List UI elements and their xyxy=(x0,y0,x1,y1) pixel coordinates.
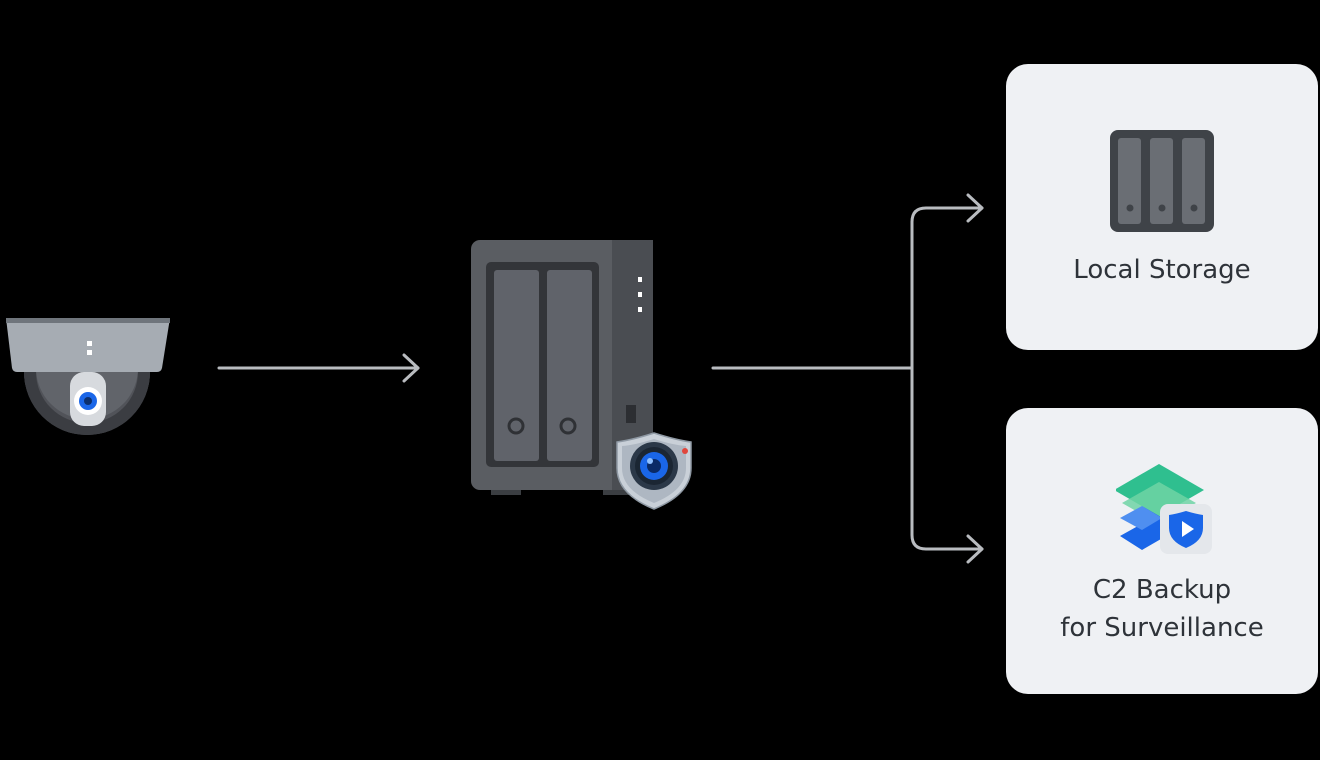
nas-with-surveillance-shield-icon xyxy=(471,240,692,510)
edge-camera-to-nas xyxy=(217,353,420,383)
local-storage-card: Local Storage xyxy=(1006,64,1318,350)
arrowhead-to-local-storage xyxy=(966,193,984,223)
connectors xyxy=(217,193,984,564)
c2-backup-label-line1: C2 Backup xyxy=(1092,575,1232,605)
edge-nas-trunk xyxy=(711,206,984,551)
c2-backup-label-line2: for Surveillance xyxy=(1060,613,1264,643)
c2-backup-surveillance-icon xyxy=(1116,464,1212,554)
arrowhead-to-c2-backup xyxy=(966,534,984,564)
dome-camera-icon xyxy=(6,318,170,435)
drive-bays-icon xyxy=(1110,130,1214,232)
local-storage-label: Local Storage xyxy=(1073,255,1251,285)
c2-backup-card: C2 Backup for Surveillance xyxy=(1006,408,1318,694)
